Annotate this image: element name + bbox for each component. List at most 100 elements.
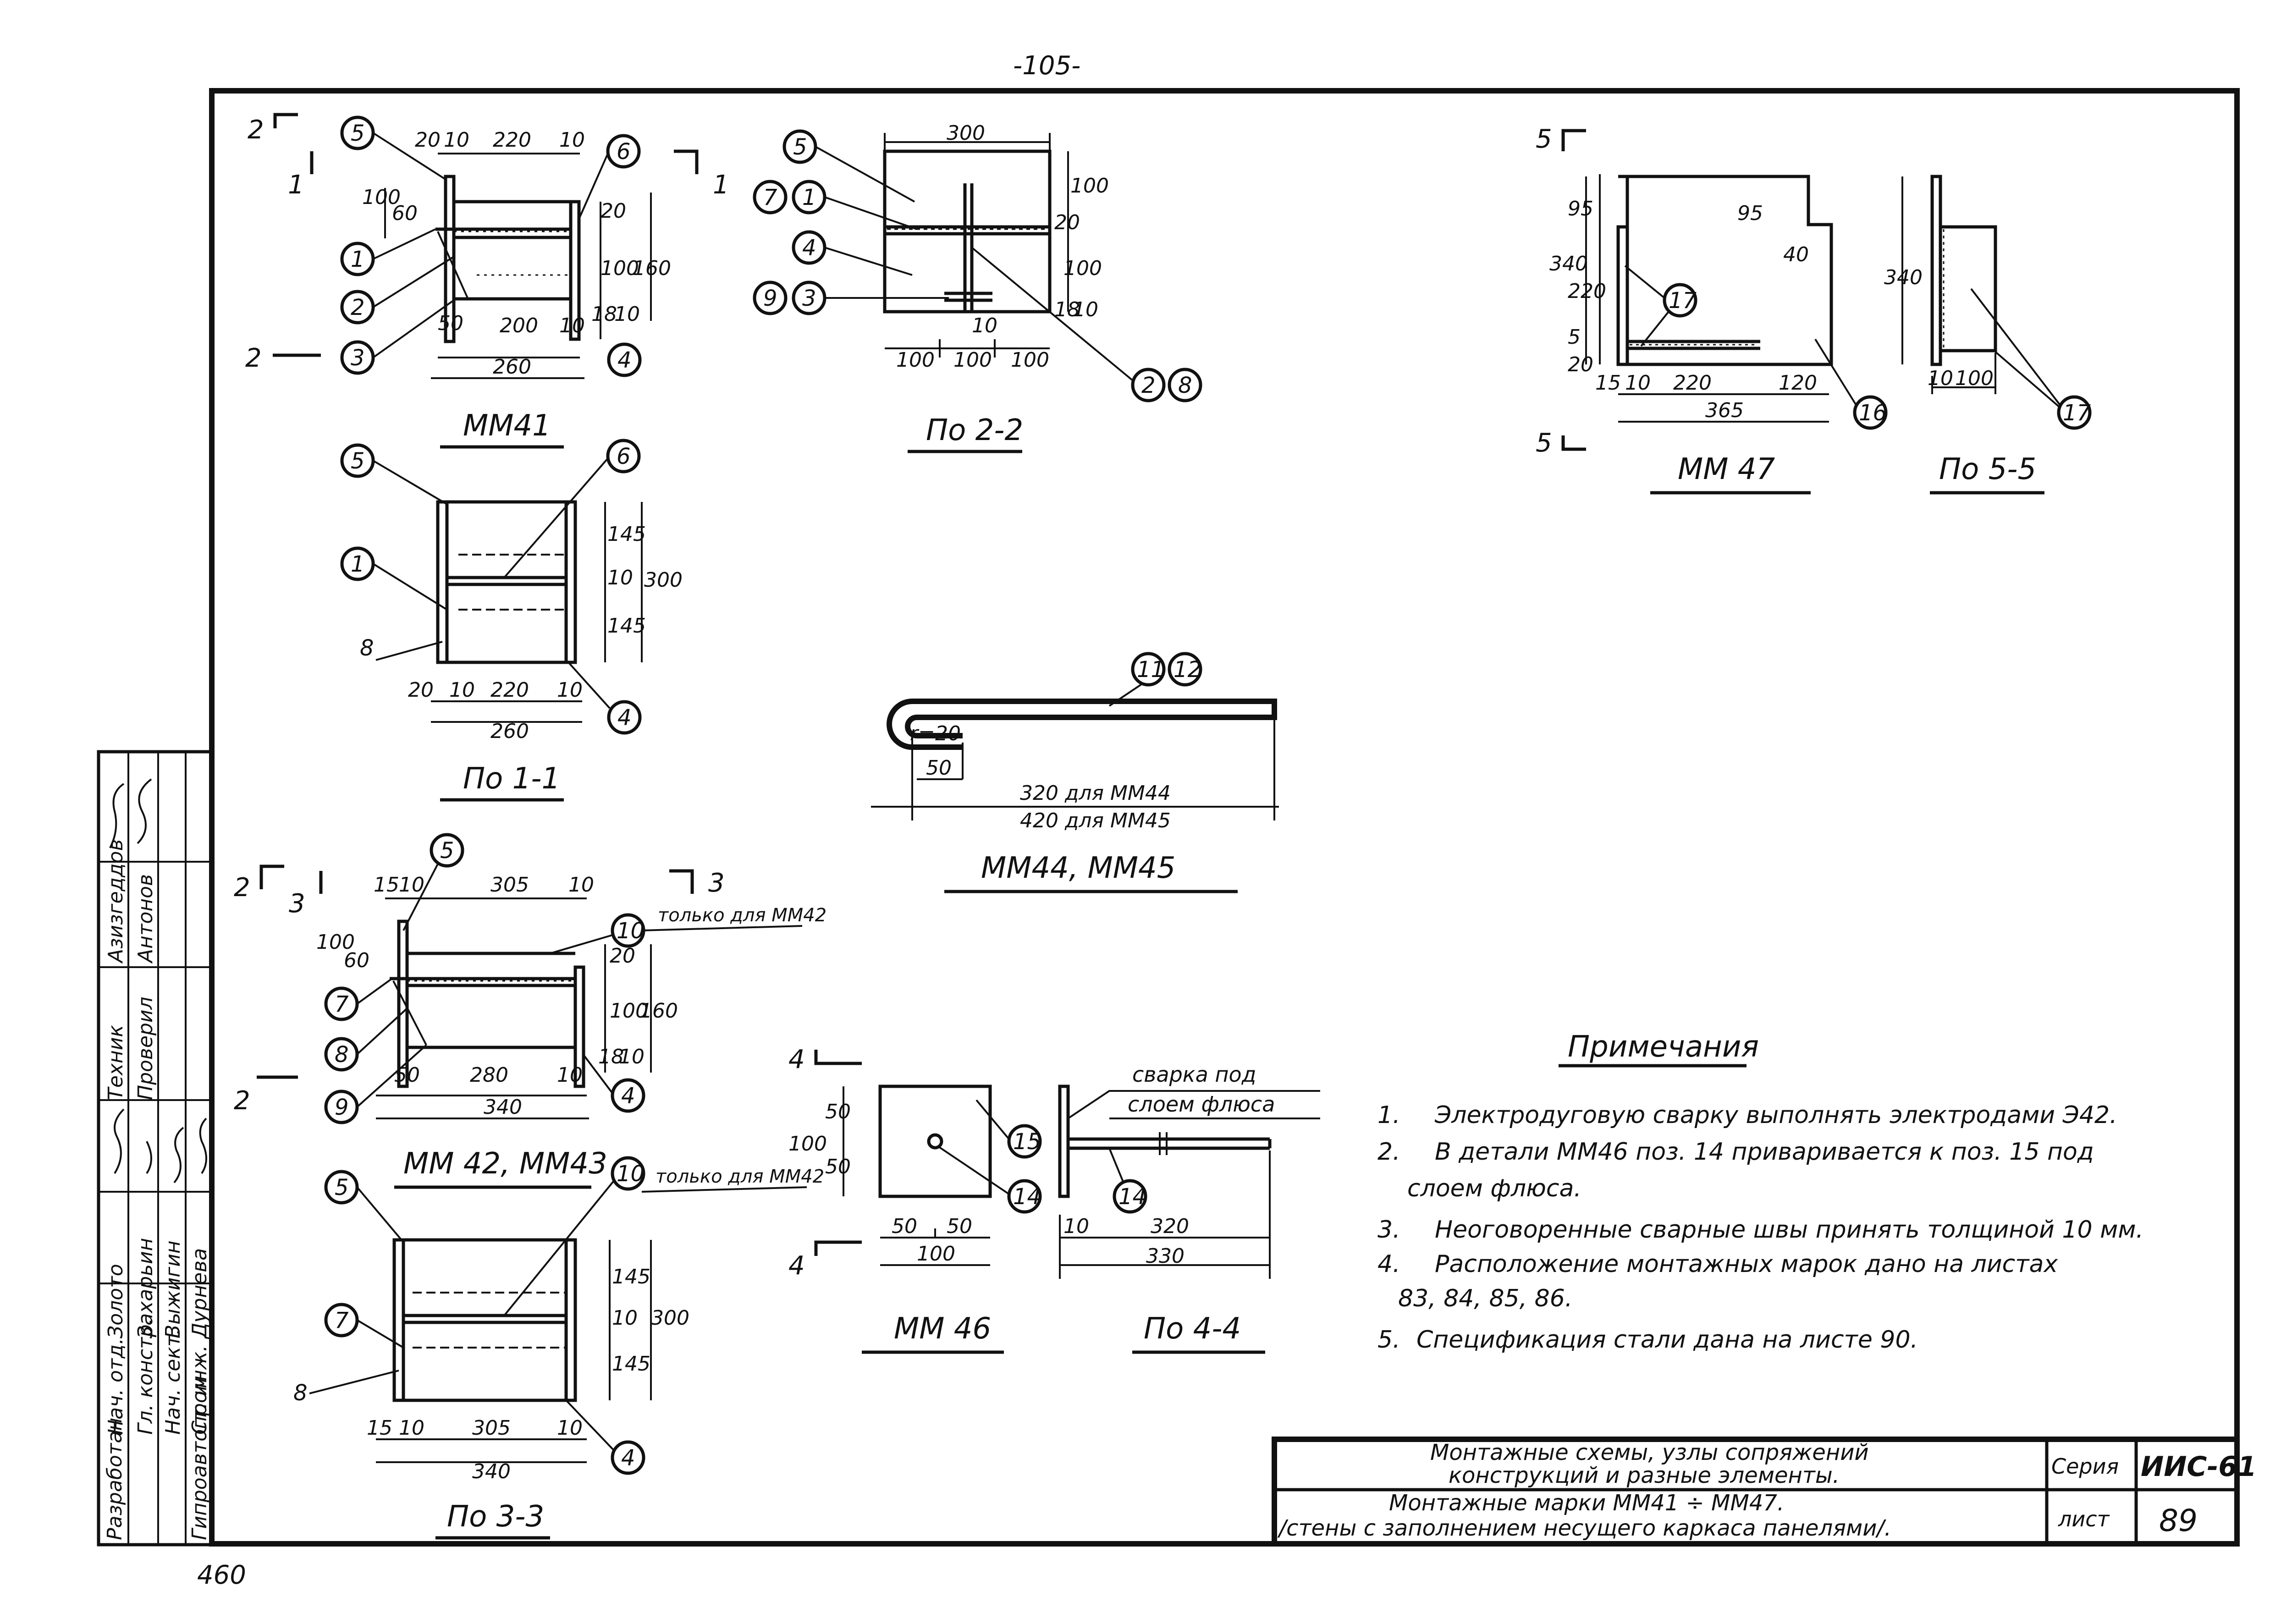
section-mark: 4 [788,1045,805,1074]
dim-label: 20 [601,199,626,223]
note-text: Неоговоренные сварные швы принять толщин… [1435,1216,2143,1244]
dim-label: 160 [639,999,678,1023]
section-mark: 1 [713,170,729,200]
callout-number: 4 [617,347,632,373]
dim-label: 300 [651,1306,689,1330]
section-mark: 1 [288,170,304,200]
callout-number: 4 [621,1445,635,1471]
dim-label: 365 [1705,399,1744,422]
dim-label: 15 [374,873,399,897]
dim-label: 100 [1063,257,1102,280]
view-title: ММ 46 [894,1312,991,1346]
dim-label: 300 [947,121,985,145]
callout-number: 12 [1174,657,1201,683]
stamp-bottom-number: 460 [197,1560,246,1590]
dim-label: 15 [367,1416,392,1440]
note-text: Спецификация стали дана на листе 90. [1416,1326,1918,1354]
note-text: В детали ММ46 поз. 14 приваривается к по… [1435,1138,2094,1166]
callout-number: 5 [335,1175,349,1200]
dim-label: 145 [607,523,646,546]
dim-label: 10 [399,1416,424,1440]
dim-label: 10 [1063,1215,1089,1238]
note-number: 1. [1377,1101,1400,1129]
callout-number: 14 [1118,1184,1146,1210]
dim-label: 95 [1568,197,1593,220]
dim-label: 10 [614,303,640,326]
stamp-name: Дурнева [188,1248,211,1339]
dim-label: 20 [1054,211,1080,234]
title-block: Монтажные схемы, узлы сопряжений констру… [1272,1437,2257,1547]
signature [109,778,207,1184]
callout-number: 1 [351,247,365,272]
callout-number: 4 [802,235,816,261]
view-section-1-1: 145 10 145 300 20 10 220 10 260 5 6 1 8 … [340,439,683,802]
callout-number: 4 [621,1083,635,1109]
callout-number: 8 [360,635,374,661]
callout-number: 5 [351,448,365,474]
series-label: Серия [2051,1454,2119,1479]
sheet-value: 89 [2159,1503,2198,1538]
dim-label: 50 [926,756,952,780]
dim-label: 220 [1568,280,1606,303]
title-line: Монтажные марки ММ41 ÷ ММ47. [1389,1490,1784,1516]
stamp-role: Ст. инж. [188,1345,211,1435]
view-title: ММ44, ММ45 [981,851,1175,885]
dim-label: 100 [917,1242,955,1266]
dim-label: 120 [1779,371,1817,395]
dim-label: 220 [490,678,529,702]
dim-label: 260 [493,355,531,379]
dim-label: 420 для ММ45 [1020,809,1171,832]
dim-label: 100 [1955,367,1994,390]
stamp-org: Гипроавтопром [188,1376,211,1540]
dim-label: r=20 [910,722,961,745]
dim-label: 10 [972,314,997,337]
section-mark: 5 [1536,428,1552,458]
stamp-name: Захарьин [134,1238,157,1338]
title-line: конструкций и разные элементы. [1449,1463,1840,1488]
dim-label: 10 [399,873,424,897]
dim-label: 50 [825,1100,851,1123]
stamp-org: Разработан [103,1418,127,1540]
dim-label: 10 [607,566,633,589]
view-mm41: 2 1 1 2 20 10 220 10 100 60 20 100 160 1… [245,113,729,449]
callout-number: 17 [2063,400,2091,426]
note-number: 2. [1377,1138,1400,1166]
dim-label: 145 [612,1352,650,1376]
view-mm46: 4 4 50 50 100 50 50 100 15 14 ММ 46 [788,1045,1042,1354]
dim-label: 340 [1884,266,1923,289]
stamp-name: Золото [104,1264,127,1338]
dim-label: 200 [500,314,538,337]
dim-label: 100 [953,348,992,372]
note-text: Расположение монтажных марок дано на лис… [1435,1250,2058,1278]
dim-label: 18 [1054,298,1080,321]
section-mark: 4 [788,1251,805,1281]
dim-label: 50 [892,1215,917,1238]
callout-number: 6 [617,444,631,469]
dim-label: 100 [316,930,355,954]
callout-number: 5 [440,838,454,864]
callout-number: 7 [763,185,777,210]
only-note: только для ММ42 [656,1166,824,1187]
callout-number: 8 [335,1042,349,1068]
section-mark: 2 [234,1086,250,1116]
weld-note: слоем флюса [1128,1092,1275,1117]
dim-label: 100 [362,186,401,209]
view-section-5-5: 340 10 100 17 По 5-5 [1884,175,2092,495]
dim-label: 95 [1737,202,1763,225]
section-mark: 2 [234,873,250,903]
dim-label: 10 [559,128,585,152]
callout-number: 17 [1669,288,1697,314]
dim-label: 300 [644,568,683,592]
note-number: 3. [1377,1216,1400,1244]
dim-label: 100 [896,348,935,372]
callout-number: 10 [617,1161,645,1187]
sheet-label: лист [2058,1507,2110,1531]
title-line: /стены с заполнением несущего каркаса па… [1277,1515,1891,1541]
dim-label: 50 [394,1063,420,1087]
view-section-2-2: 300 100 20 100 18 10 10 100 100 100 5 7 … [753,121,1202,453]
dim-label: 260 [490,720,529,743]
side-stamp: Разработан Гипроавтопром Нач. отд. Гл. к… [97,750,246,1590]
dim-label: 340 [472,1460,511,1483]
dim-label: 220 [1673,371,1712,395]
dim-label: 10 [444,128,469,152]
